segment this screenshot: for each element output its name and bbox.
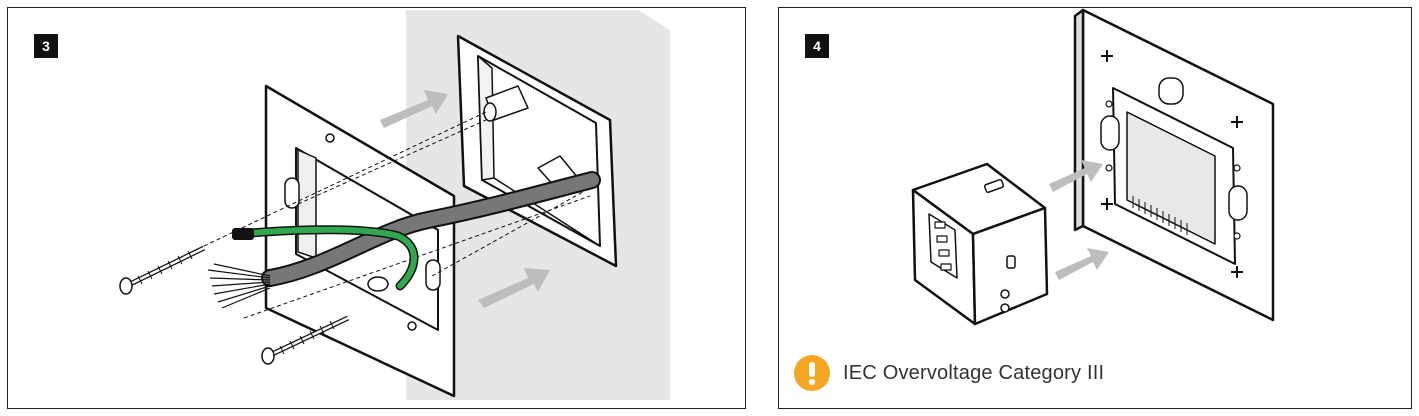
wall-box xyxy=(456,34,618,268)
green-wire xyxy=(235,226,417,289)
overvoltage-note: IEC Overvoltage Category III xyxy=(793,354,1104,392)
warning-icon xyxy=(794,355,830,391)
plus-marks xyxy=(1101,50,1243,278)
grey-cable xyxy=(263,173,599,285)
mounting-illustration xyxy=(119,10,670,400)
screw-icon xyxy=(261,315,350,365)
arrow-icon xyxy=(1049,160,1109,280)
step-number-4: 4 xyxy=(805,34,829,58)
wire-ferrule xyxy=(232,228,254,240)
connector-pins xyxy=(1132,196,1188,235)
step-3-panel: 3 xyxy=(7,7,746,409)
thermostat-module xyxy=(911,162,1049,326)
step-4-panel: 4 xyxy=(778,7,1412,409)
step-number-3: 3 xyxy=(34,34,58,58)
stranded-wires xyxy=(207,263,271,309)
screw-icon xyxy=(119,245,206,295)
module-illustration xyxy=(911,8,1275,326)
wall-plate xyxy=(1073,8,1275,322)
arrow-icon xyxy=(380,90,550,308)
overvoltage-category-text: IEC Overvoltage Category III xyxy=(843,361,1105,384)
